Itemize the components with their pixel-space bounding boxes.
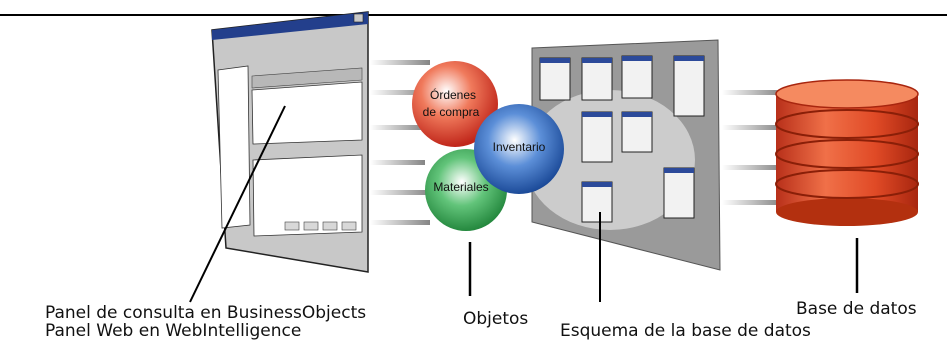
- motion-streaks-right: [722, 90, 782, 205]
- database-icon: [775, 79, 919, 226]
- pointer-panel: [189, 105, 286, 303]
- caption-panel-line1: Panel de consulta en BusinessObjects: [45, 303, 367, 323]
- object-label-ordenes-2: de compra: [423, 105, 480, 119]
- object-label-materiales: Materiales: [433, 180, 488, 194]
- motion-streaks-left: [370, 60, 430, 225]
- caption-base-datos: Base de datos: [796, 299, 917, 319]
- object-label-ordenes-1: Órdenes: [430, 87, 476, 102]
- caption-objetos: Objetos: [463, 309, 529, 329]
- sphere-ordenes: [412, 61, 498, 147]
- query-panel-window: [211, 11, 369, 273]
- object-label-inventario: Inventario: [493, 140, 546, 154]
- caption-esquema: Esquema de la base de datos: [560, 321, 811, 341]
- caption-panel-line2: Panel Web en WebIntelligence: [45, 321, 302, 341]
- sphere-inventario: [474, 104, 564, 194]
- schema-panel: [525, 39, 721, 271]
